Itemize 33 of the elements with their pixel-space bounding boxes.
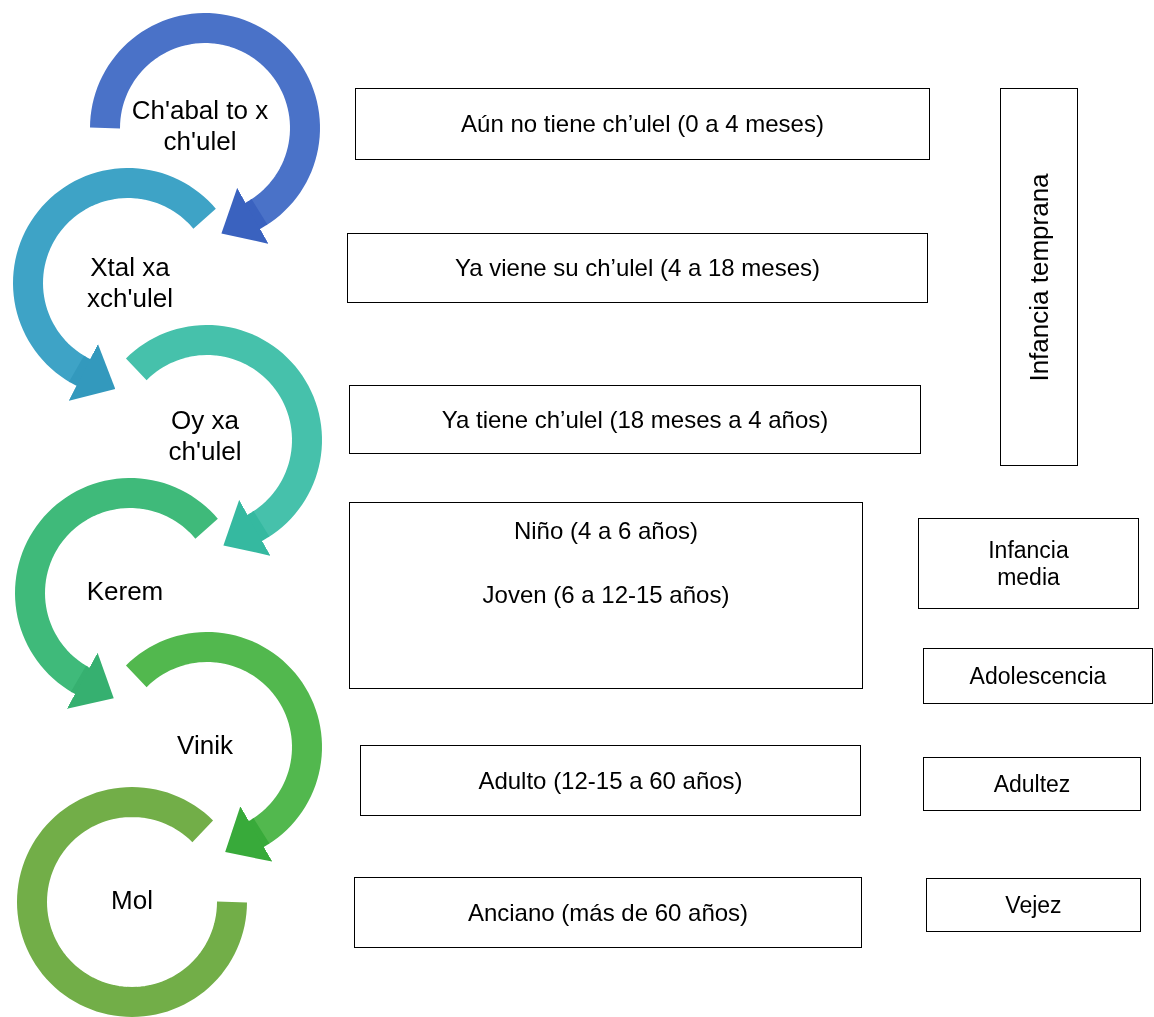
text-box xyxy=(349,502,863,689)
box-text: Joven (6 a 12-15 años) xyxy=(482,581,730,609)
box-text: Ya viene su ch’ulel (4 a 18 meses) xyxy=(454,254,821,282)
stage-label: Oy xa ch'ulel xyxy=(167,405,243,467)
stage-label: Mol xyxy=(110,885,154,916)
curved-arrow xyxy=(225,806,274,862)
text-box xyxy=(923,648,1153,704)
stage-label: Xtal xa xch'ulel xyxy=(86,252,174,314)
stage-label: Kerem xyxy=(85,576,165,607)
vertical-label-box xyxy=(1000,88,1078,466)
stage-label: Ch'abal to x ch'ulel xyxy=(130,95,270,157)
text-box xyxy=(355,88,930,160)
box-text: Vejez xyxy=(1005,891,1062,919)
box-text: Adultez xyxy=(993,770,1071,798)
text-box xyxy=(354,877,862,948)
curved-arrow xyxy=(223,499,273,556)
text-box xyxy=(349,385,921,454)
curved-arrow xyxy=(221,187,271,244)
box-text: Infancia media xyxy=(987,536,1070,591)
text-box xyxy=(923,757,1141,811)
box-text: Anciano (más de 60 años) xyxy=(467,898,749,927)
text-box xyxy=(926,878,1141,932)
text-box xyxy=(360,745,861,816)
text-box xyxy=(918,518,1139,609)
box-text: Ya tiene ch’ulel (18 meses a 4 años) xyxy=(441,405,829,434)
box-text: Adolescencia xyxy=(969,662,1107,690)
box-text: Infancia temprana xyxy=(1023,172,1055,382)
box-text: Niño (4 a 6 años) xyxy=(513,517,699,545)
box-text: Adulto (12-15 a 60 años) xyxy=(478,766,743,795)
stage-label: Vinik xyxy=(176,730,234,761)
curved-arrow xyxy=(65,652,114,709)
box-text: Aún no tiene ch’ulel (0 a 4 meses) xyxy=(461,110,824,138)
text-box xyxy=(347,233,928,303)
